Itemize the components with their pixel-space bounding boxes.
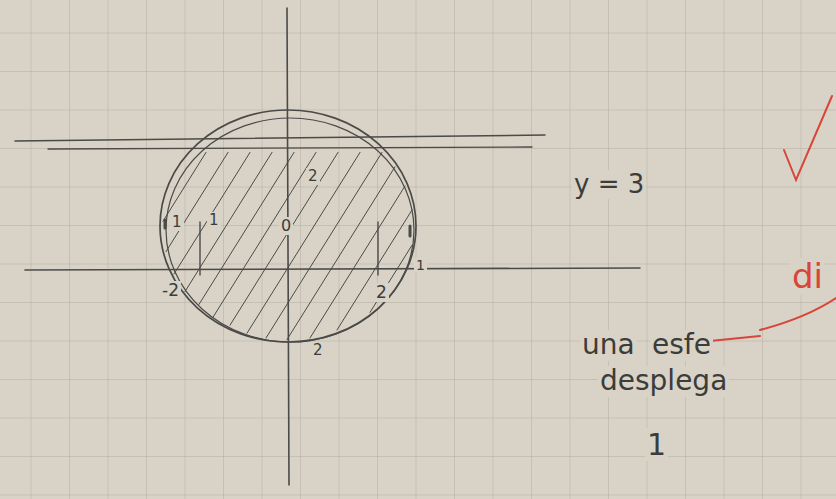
hatch-line xyxy=(247,152,360,333)
handwritten-label: esfe xyxy=(650,330,713,361)
hatch-line xyxy=(230,152,338,325)
hatch-line xyxy=(337,210,412,330)
handwritten-label: 2 xyxy=(374,283,389,302)
hatch-line xyxy=(287,167,395,340)
handwritten-label: 1 xyxy=(645,428,668,461)
hatch-line xyxy=(370,245,412,312)
red-stroke xyxy=(760,298,836,330)
handwritten-label: una xyxy=(580,330,637,361)
handwritten-label: 1 xyxy=(414,258,427,273)
handwritten-label: -2 xyxy=(160,281,181,300)
handwritten-label: 1 xyxy=(170,214,184,231)
circle xyxy=(160,110,416,342)
hatching xyxy=(163,152,412,339)
hatch-line xyxy=(310,186,405,338)
point xyxy=(164,220,167,228)
hatch-line xyxy=(163,152,206,221)
check-mark xyxy=(784,96,832,180)
y-axis xyxy=(287,8,289,485)
handwritten-label: 1 xyxy=(207,212,221,229)
hatch-line xyxy=(185,152,272,291)
handwritten-label: 2 xyxy=(306,168,320,185)
hatch-line xyxy=(174,152,250,274)
hatch-line xyxy=(266,152,382,338)
x-axis xyxy=(25,268,640,270)
circle xyxy=(166,118,414,342)
line-y3 xyxy=(15,135,545,141)
line-y3 xyxy=(48,147,532,149)
handwritten-label: di xyxy=(790,258,825,295)
handwritten-label: 2 xyxy=(311,342,325,359)
point xyxy=(409,226,412,236)
handwritten-label: 0 xyxy=(279,217,293,235)
handwritten-label: desplega xyxy=(598,366,729,397)
hatch-line xyxy=(213,152,316,317)
handwritten-label: y = 3 xyxy=(572,170,646,199)
